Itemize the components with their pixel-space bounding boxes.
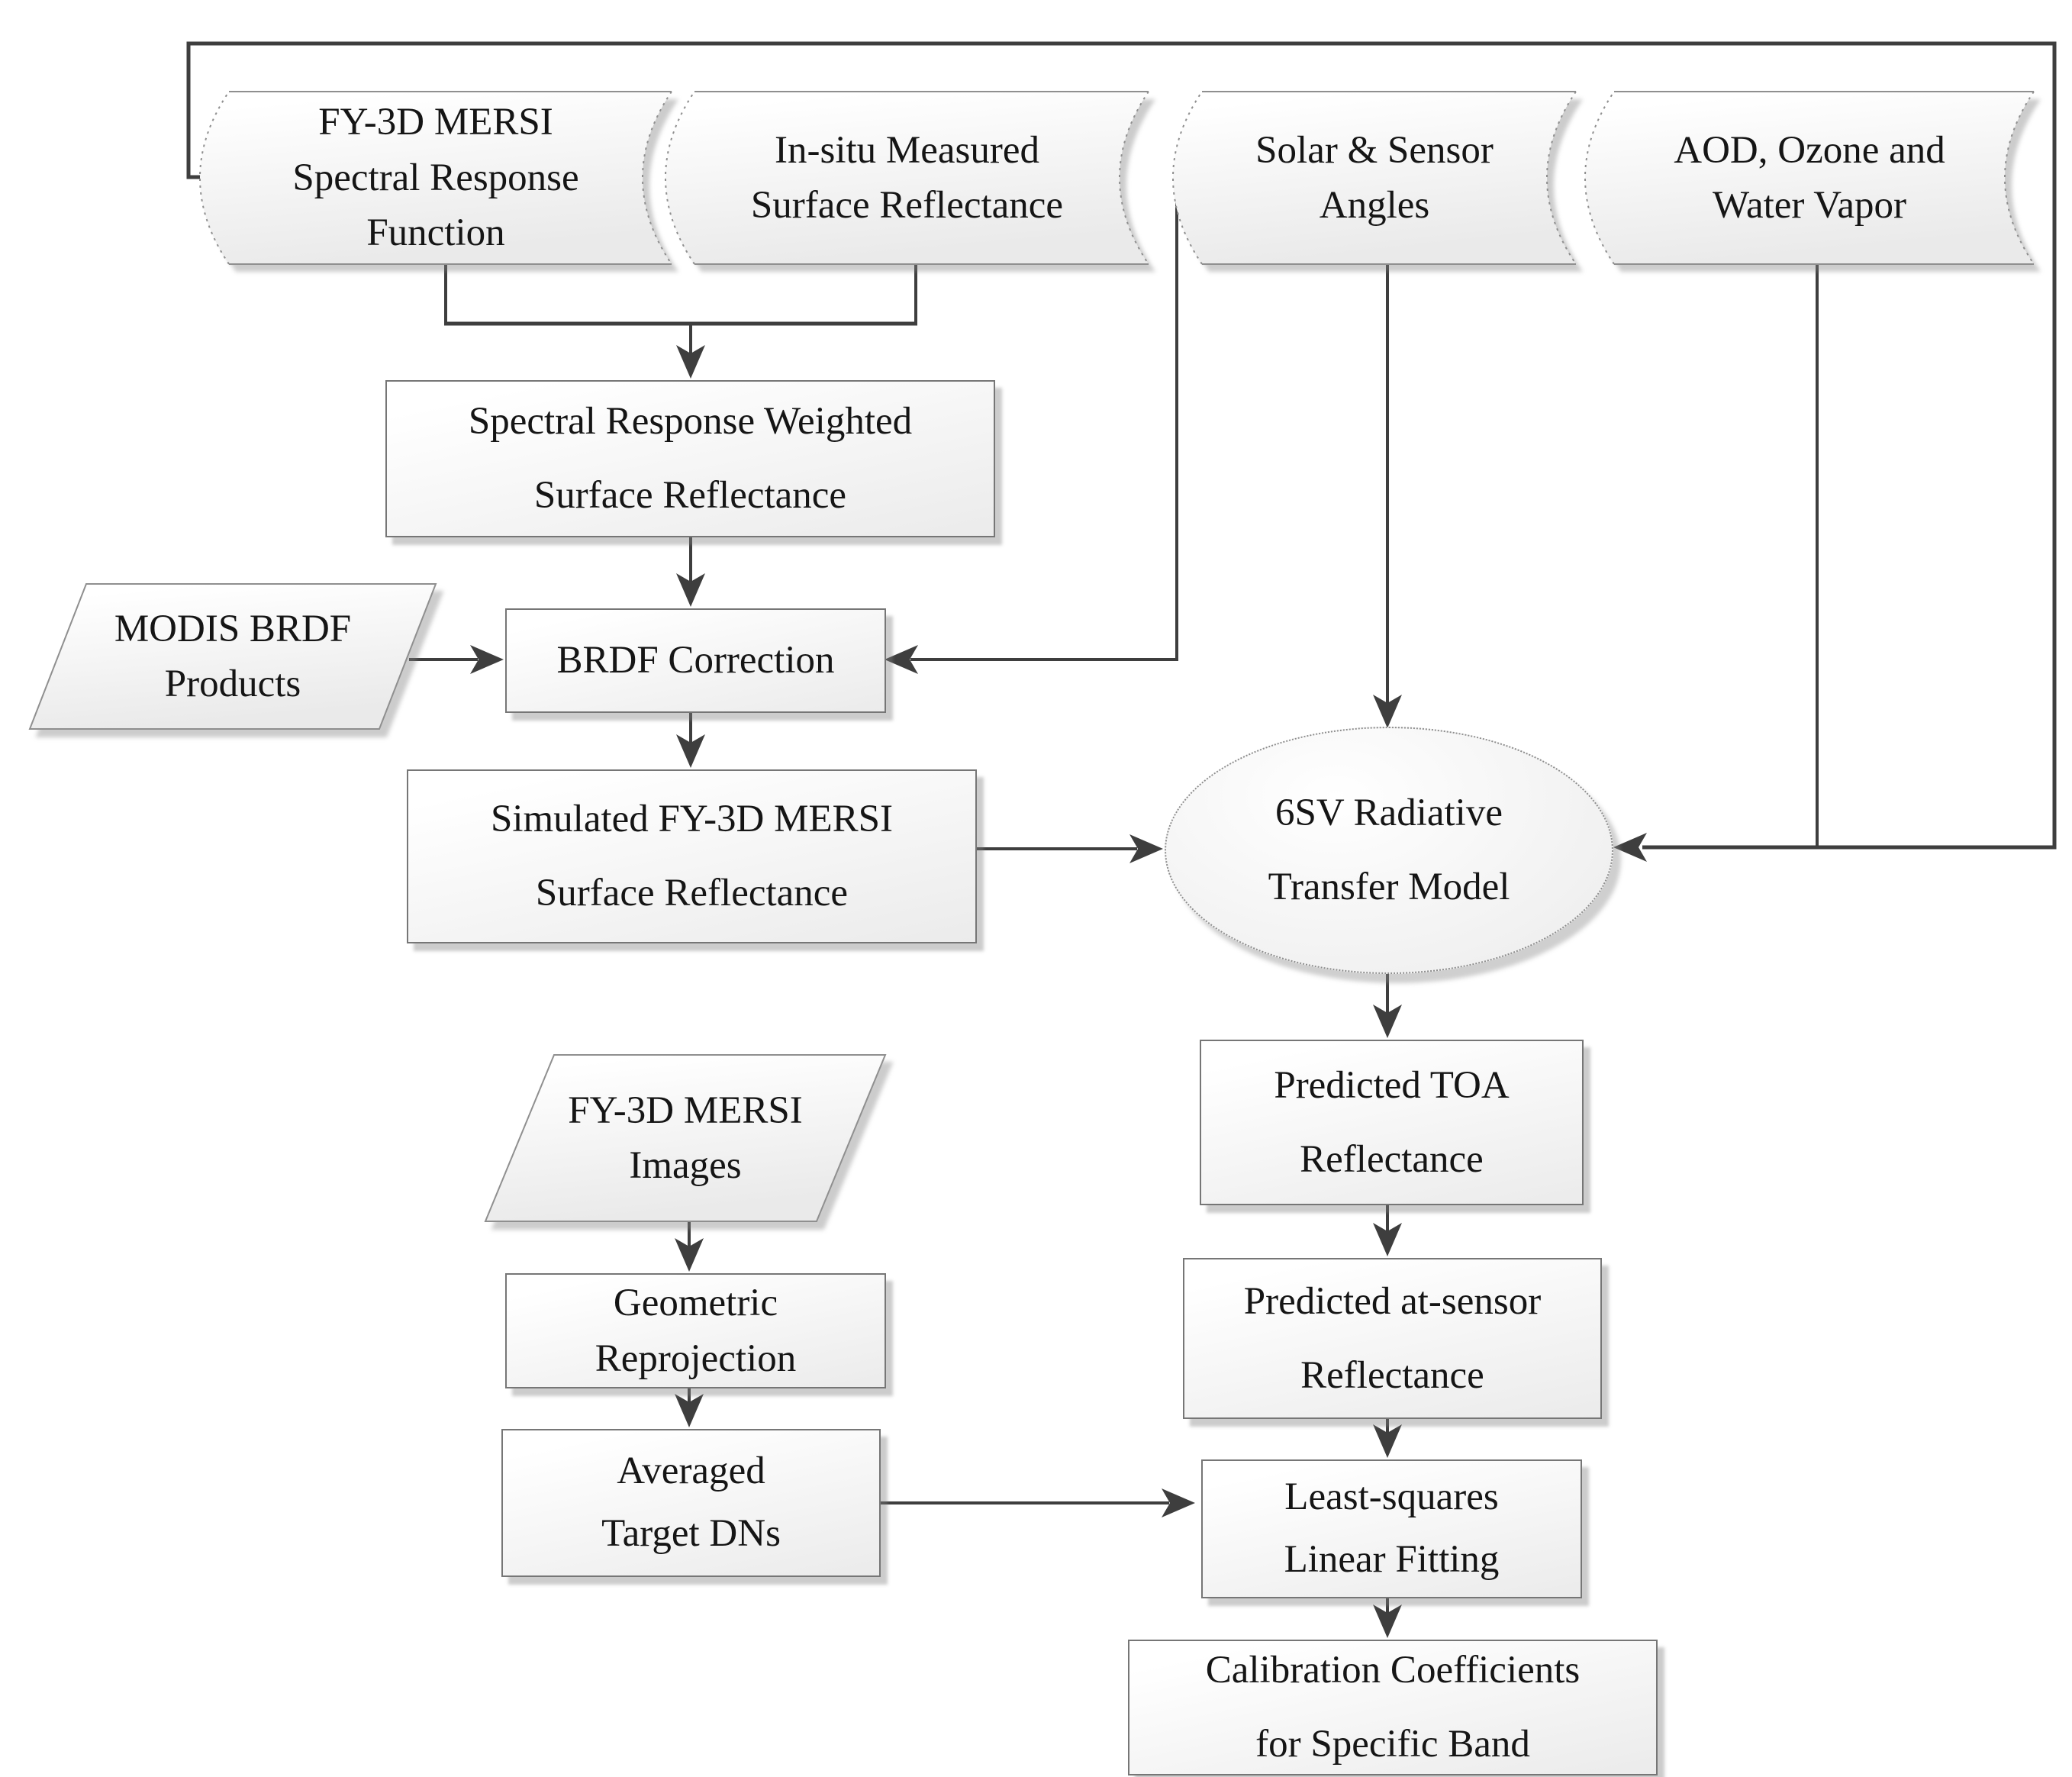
edge-avg-to-ls-arrowhead-icon xyxy=(1162,1488,1195,1517)
edge-images-to-geo-arrowhead-icon xyxy=(675,1238,704,1272)
edge-solar-to-rtm-arrowhead-icon xyxy=(1373,695,1402,728)
node-label: 6SV Radiative Transfer Model xyxy=(1268,792,1510,908)
node-label: Spectral Response Weighted Surface Refle… xyxy=(468,400,913,517)
node-label: Calibration Coefficients for Specific Ba… xyxy=(1205,1649,1581,1766)
parallelogram-shape xyxy=(28,583,437,730)
edge-geo-to-avg-arrowhead-icon xyxy=(675,1394,704,1427)
stored-data-shape xyxy=(1172,91,1577,265)
edge-modis-to-brdf-arrowhead-icon xyxy=(470,645,504,674)
node-brdf-correction: BRDF Correction xyxy=(505,608,886,713)
node-predicted-at-sensor-reflectance: Predicted at-sensor Reflectance xyxy=(1183,1258,1602,1419)
edge-sim-to-rtm-arrowhead-icon xyxy=(1129,834,1163,863)
node-label: Predicted TOA Reflectance xyxy=(1274,1063,1510,1181)
node-label: Least-squares Linear Fitting xyxy=(1284,1475,1500,1581)
edge-merge-to-srwsr-arrowhead-icon xyxy=(676,345,705,379)
edge-srf-to-rtm-feedback xyxy=(186,41,2057,850)
stored-data-shape xyxy=(1584,91,2035,265)
edge-brdf-to-sim-arrowhead-icon xyxy=(676,734,705,768)
node-solar-sensor-angles: Solar & Sensor Angles xyxy=(1172,91,1577,265)
edge-rtm-to-toa-arrowhead-icon xyxy=(1373,1005,1402,1038)
node-geometric-reprojection: Geometric Reprojection xyxy=(505,1273,886,1388)
node-label: AOD, Ozone and Water Vapor xyxy=(1674,128,1945,227)
node-predicted-toa-reflectance: Predicted TOA Reflectance xyxy=(1200,1040,1584,1205)
edge-toa-to-atsensor-arrowhead-icon xyxy=(1373,1223,1402,1256)
node-label: FY-3D MERSI Spectral Response Function xyxy=(292,101,579,255)
stored-data-shape xyxy=(199,91,672,265)
node-label: Averaged Target DNs xyxy=(601,1450,781,1555)
edge-srwsr-to-brdf-arrowhead-icon xyxy=(676,573,705,607)
node-label: MODIS BRDF Products xyxy=(114,607,352,705)
node-aod-ozone-water-vapor: AOD, Ozone and Water Vapor xyxy=(1584,91,2035,265)
node-modis-brdf-products: MODIS BRDF Products xyxy=(28,583,437,730)
node-simulated-surface-reflectance: Simulated FY-3D MERSI Surface Reflectanc… xyxy=(407,769,977,943)
node-spectral-response-function: FY-3D MERSI Spectral Response Function xyxy=(199,91,672,265)
node-averaged-target-dns: Averaged Target DNs xyxy=(501,1429,881,1577)
parallelogram-shape xyxy=(484,1054,887,1222)
node-spectral-weighted-reflectance: Spectral Response Weighted Surface Refle… xyxy=(385,380,995,537)
node-label: Geometric Reprojection xyxy=(595,1282,797,1380)
node-6sv-radiative-transfer-model: 6SV Radiative Transfer Model xyxy=(1165,727,1613,974)
node-label: Predicted at-sensor Reflectance xyxy=(1243,1279,1542,1397)
node-label: Simulated FY-3D MERSI Surface Reflectanc… xyxy=(490,798,894,914)
node-least-squares-fitting: Least-squares Linear Fitting xyxy=(1201,1459,1582,1598)
stored-data-shape xyxy=(665,91,1149,265)
edge-srf-to-rtm-feedback-arrowhead-icon xyxy=(1613,833,1647,862)
node-fy3d-mersi-images: FY-3D MERSI Images xyxy=(484,1054,887,1222)
node-calibration-coefficients: Calibration Coefficients for Specific Ba… xyxy=(1128,1640,1658,1775)
edge-solar-to-brdf-arrowhead-icon xyxy=(885,645,918,674)
edge-atsensor-to-ls-arrowhead-icon xyxy=(1373,1424,1402,1458)
edge-ls-to-calib-arrowhead-icon xyxy=(1373,1604,1402,1638)
node-in-situ-reflectance: In-situ Measured Surface Reflectance xyxy=(665,91,1149,265)
node-label: FY-3D MERSI Images xyxy=(568,1088,803,1187)
node-label: BRDF Correction xyxy=(556,638,835,682)
node-label: In-situ Measured Surface Reflectance xyxy=(750,128,1064,227)
node-label: Solar & Sensor Angles xyxy=(1255,128,1494,227)
